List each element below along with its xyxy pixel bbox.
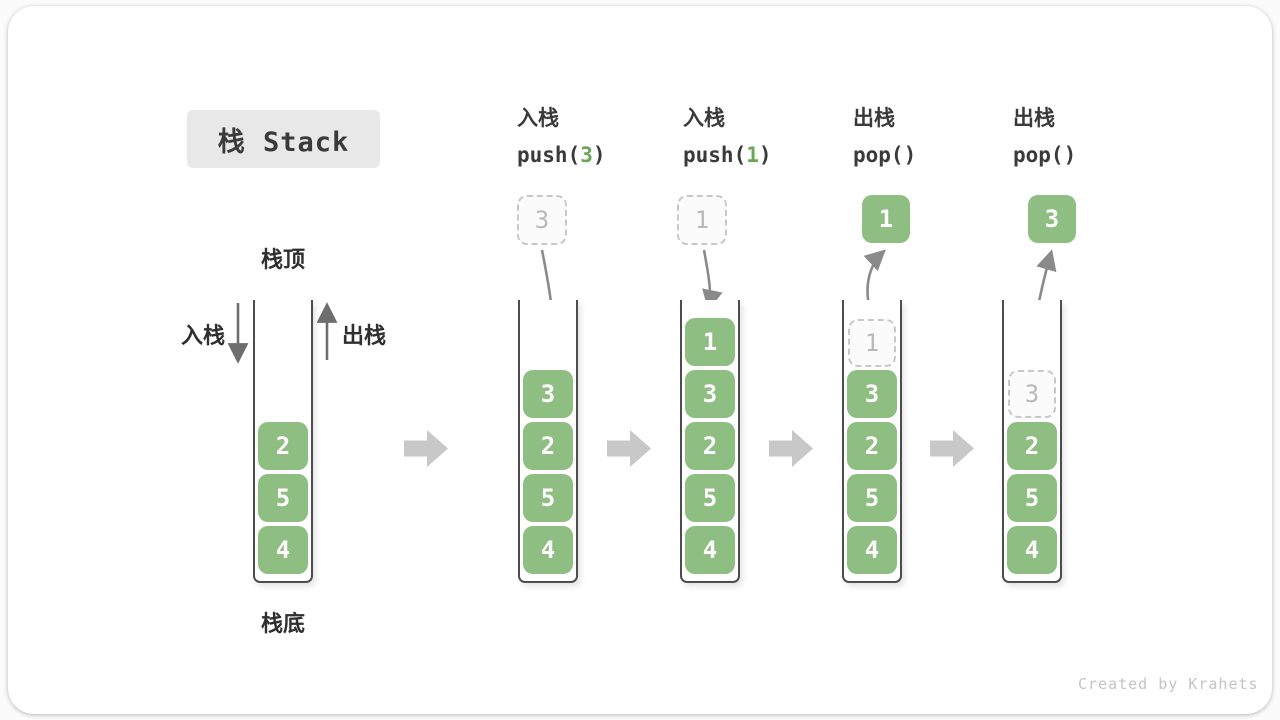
stack-top-label: 栈顶 — [260, 247, 305, 272]
stack-cell: 2 — [847, 422, 897, 470]
stack-cell: 1 — [685, 318, 735, 366]
stack-cell: 3 — [847, 370, 897, 418]
code-text: ) — [592, 143, 606, 167]
op-header-cn: 入栈 — [683, 107, 725, 130]
code-arg: 3 — [580, 143, 593, 167]
ghost-cell-push-1: 1 — [677, 195, 727, 245]
stack-cell: 5 — [847, 474, 897, 522]
ghost-cell-removed-1: 1 — [848, 319, 896, 367]
op-header-pop-1: 出栈 pop() — [853, 106, 916, 168]
ghost-cell-removed-3: 3 — [1008, 370, 1056, 418]
op-header-cn: 入栈 — [517, 107, 559, 130]
code-text: pop( — [1013, 143, 1064, 167]
popped-cell-3: 3 — [1028, 195, 1076, 243]
stack-cell: 5 — [1007, 474, 1057, 522]
op-header-code: push(1) — [683, 142, 772, 168]
code-text: ) — [758, 143, 772, 167]
pop-side-label: 出栈 — [342, 323, 387, 348]
op-header-code: pop() — [853, 142, 916, 168]
code-text: ) — [1063, 143, 1077, 167]
code-text: push( — [683, 143, 747, 167]
op-header-push-1: 入栈 push(1) — [683, 106, 772, 168]
figure-title-label: 栈 Stack — [217, 126, 350, 158]
stack-cell: 4 — [685, 526, 735, 574]
watermark-credit: Created by Krahets — [1078, 675, 1259, 693]
stack-cell: 2 — [258, 422, 308, 470]
stack-cell: 3 — [523, 370, 573, 418]
stack-cell: 3 — [685, 370, 735, 418]
stack-cell: 4 — [847, 526, 897, 574]
op-header-cn: 出栈 — [853, 107, 895, 130]
code-text: pop( — [853, 143, 904, 167]
op-header-cn: 出栈 — [1013, 107, 1055, 130]
stack-cell: 2 — [1007, 422, 1057, 470]
code-arg: 1 — [746, 143, 759, 167]
stack-cell: 4 — [523, 526, 573, 574]
stack-cell: 5 — [258, 474, 308, 522]
code-text: push( — [517, 143, 581, 167]
op-header-code: push(3) — [517, 142, 606, 168]
op-header-code: pop() — [1013, 142, 1076, 168]
op-header-pop-3: 出栈 pop() — [1013, 106, 1076, 168]
ghost-cell-push-3: 3 — [517, 195, 567, 245]
stack-cell: 4 — [258, 526, 308, 574]
figure-title: 栈 Stack — [187, 110, 380, 168]
code-text: ) — [903, 143, 917, 167]
op-header-push-3: 入栈 push(3) — [517, 106, 606, 168]
stack-cell: 5 — [685, 474, 735, 522]
stack-bottom-label: 栈底 — [260, 611, 305, 636]
popped-cell-1: 1 — [862, 195, 910, 243]
stack-cell: 2 — [685, 422, 735, 470]
stack-cell: 2 — [523, 422, 573, 470]
stack-cell: 5 — [523, 474, 573, 522]
push-side-label: 入栈 — [181, 323, 226, 348]
stack-cell: 4 — [1007, 526, 1057, 574]
